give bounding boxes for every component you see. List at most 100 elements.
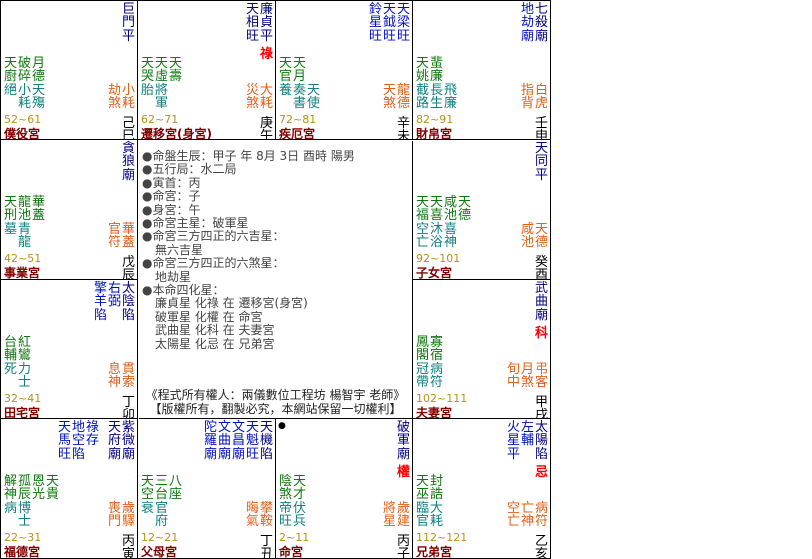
star-column: 華蓋 xyxy=(122,222,136,251)
star-column: 天福 xyxy=(416,195,430,224)
star-column: 貫索 xyxy=(122,362,136,391)
suiqian-stars: 空亡亡神病符 xyxy=(507,502,548,529)
star-brightness: 旺 xyxy=(369,28,383,44)
info-line: 廉貞星 化祿 在 遷移宮(身宮) xyxy=(155,296,308,311)
major-star: 左輔 xyxy=(521,421,534,461)
star-name: 天同 xyxy=(535,141,549,170)
star-column: 沐浴 xyxy=(430,222,444,251)
info-line: ●身宮：午 xyxy=(142,202,201,217)
star-brightness: 陷 xyxy=(260,446,274,462)
star-name: 天相 xyxy=(246,2,260,31)
star-brightness: 旺 xyxy=(58,446,72,462)
star-brightness: 平 xyxy=(260,28,274,44)
star-column: 胎 xyxy=(141,83,155,98)
major-stars: 地劫廟七殺廟 xyxy=(521,3,548,43)
star-column: 冠帶 xyxy=(416,362,430,391)
star-column: 天使 xyxy=(307,83,321,112)
star-brightness: 廟 xyxy=(108,446,122,462)
major-star: 天府廟 xyxy=(108,421,121,461)
star-column: 天貴 xyxy=(46,474,60,503)
major-star: 鈴星旺 xyxy=(369,3,382,43)
age-range: 42~51 xyxy=(4,252,42,265)
minor-stars: 解神孤辰恩光天貴 xyxy=(4,475,59,502)
star-column: 災煞 xyxy=(246,83,260,112)
star-column: 天才 xyxy=(293,474,307,503)
star-column: 力士 xyxy=(18,362,32,391)
major-stars: 天馬旺地空陷祿存天府廟紫微廟 xyxy=(58,421,135,461)
changsheng-stars: 絕小耗天殤 xyxy=(4,84,45,111)
minor-stars: 天姚蜚廉 xyxy=(416,57,443,84)
star-column: 陰煞 xyxy=(279,474,293,503)
earthly-branch: 亥 xyxy=(534,547,548,558)
star-column: 月德 xyxy=(32,56,46,85)
earthly-branch: 辰 xyxy=(121,268,135,280)
star-column: 八座 xyxy=(169,474,183,503)
major-stars: 天相旺廉貞平 xyxy=(246,3,273,43)
changsheng-stars: 病博士 xyxy=(4,502,31,529)
major-star: 巨門平 xyxy=(122,3,135,43)
star-column: 咸池 xyxy=(521,222,535,251)
suiqian-stars: 災煞大耗 xyxy=(246,84,273,111)
star-column: 喜神 xyxy=(444,222,458,251)
major-star: 天機陷 xyxy=(260,421,273,461)
star-brightness: 平 xyxy=(507,446,521,462)
age-range: 92~101 xyxy=(416,252,461,265)
heavenly-stem: 壬 xyxy=(534,116,548,131)
major-stars: 武曲廟 xyxy=(535,282,548,322)
age-range: 72~81 xyxy=(279,113,317,126)
star-name: 地劫 xyxy=(521,2,535,31)
star-name: 天馬 xyxy=(58,420,72,449)
star-brightness: 陷 xyxy=(94,307,108,323)
earthly-branch: 丑 xyxy=(259,547,273,558)
star-brightness: 廟 xyxy=(122,446,136,462)
star-column: 截路 xyxy=(416,83,430,112)
star-name: 破軍 xyxy=(397,420,411,449)
star-brightness: 廟 xyxy=(535,307,549,323)
star-column: 天喜 xyxy=(430,195,444,224)
star-column: 華蓋 xyxy=(32,195,46,224)
star-column: 台輔 xyxy=(4,335,18,364)
star-column: 寡宿 xyxy=(430,335,444,364)
star-brightness: 廟 xyxy=(122,167,136,183)
star-brightness: 廟 xyxy=(204,446,218,462)
age-range: 2~11 xyxy=(279,531,310,544)
suiqian-stars: 喪門歲驛 xyxy=(108,502,135,529)
copyright-owner: 《程式所有權人：兩儀數位工程坊 楊智宇 老師》 xyxy=(145,388,406,402)
heavenly-stem: 丁 xyxy=(259,534,273,549)
star-column: 病 xyxy=(4,501,18,516)
major-star: 天同平 xyxy=(535,142,548,182)
minor-stars: 天巫封誥 xyxy=(416,475,443,502)
heavenly-stem: 丁 xyxy=(121,395,135,410)
heavenly-stem: 丙 xyxy=(396,534,410,549)
major-star: 文昌廟 xyxy=(232,421,245,461)
star-brightness: 旺 xyxy=(383,28,397,44)
age-range: 62~71 xyxy=(141,113,179,126)
suiqian-stars: 官符華蓋 xyxy=(108,223,135,250)
star-column: 龍池 xyxy=(18,195,32,224)
star-column: 天姚 xyxy=(416,56,430,85)
major-star: 祿存 xyxy=(86,421,99,461)
major-star: 太陽陷 xyxy=(535,421,548,461)
star-name: 天魁 xyxy=(246,420,260,449)
star-column: 鳳閣 xyxy=(416,335,430,364)
minor-stars: 鳳閣寡宿 xyxy=(416,336,443,363)
major-star: 貪狼廟 xyxy=(122,142,135,182)
star-name: 文昌 xyxy=(232,420,246,449)
age-range: 52~61 xyxy=(4,113,42,126)
age-range: 32~41 xyxy=(4,392,42,405)
info-line: ●命宮主星：破軍星 xyxy=(142,216,249,231)
suiqian-stars: 咸池天德 xyxy=(521,223,548,250)
star-brightness: 廟 xyxy=(521,28,535,44)
